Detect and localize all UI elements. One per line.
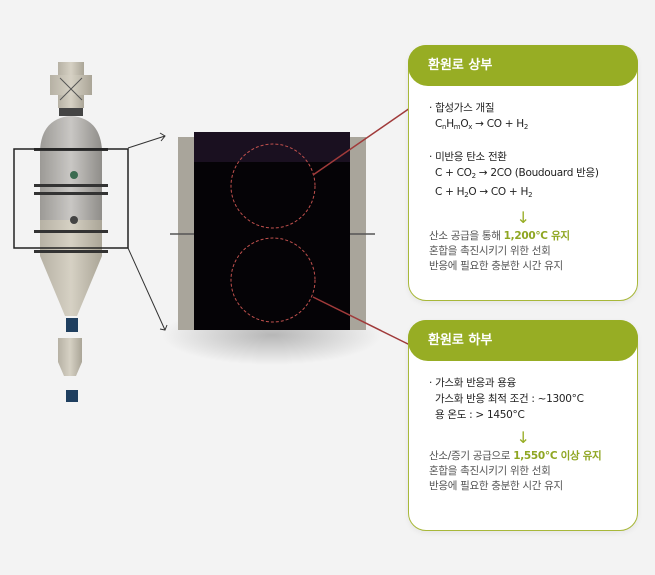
upper-zone-card: 환원로 상부 · 합성가스 개질 CnHmOx → CO + H2 · 미반응 … bbox=[408, 45, 638, 301]
bullet-carbon-conversion: · 미반응 탄소 전환 bbox=[429, 151, 507, 163]
formula: C + H2O → CO + H2 bbox=[429, 184, 637, 203]
subscript: 2 bbox=[523, 123, 529, 131]
note-text: 산소 공급을 통해 bbox=[429, 230, 504, 242]
formula-text: O bbox=[460, 118, 469, 130]
note-line: 산소 공급을 통해 1,200°C 유지 bbox=[429, 229, 637, 244]
condition-line: 용 온도 : > 1450°C bbox=[435, 409, 525, 421]
subscript: n bbox=[442, 123, 447, 131]
zoom-arrows bbox=[127, 132, 168, 331]
subscript: 2 bbox=[528, 191, 533, 199]
formula-text: H bbox=[446, 118, 454, 130]
down-arrow-icon: ↓ bbox=[516, 208, 530, 227]
card-title: 환원로 하부 bbox=[408, 320, 638, 361]
zoom-region-box bbox=[13, 148, 129, 249]
note-line: 반응에 필요한 충분한 시간 유지 bbox=[429, 260, 563, 272]
card-title: 환원로 상부 bbox=[408, 45, 638, 86]
lower-zone-circle bbox=[230, 237, 316, 323]
formula-text: C bbox=[435, 118, 443, 130]
note-line: 산소/증기 공급으로 1,550°C 이상 유지 bbox=[429, 449, 637, 464]
note-text: 산소/증기 공급으로 bbox=[429, 450, 514, 462]
formula-text: → 2CO (Boudouard 반응) bbox=[475, 167, 599, 179]
highlight-temp: 1,200°C 유지 bbox=[503, 230, 570, 242]
bullet-syngas-reforming: · 합성가스 개질 bbox=[429, 102, 495, 114]
formula-text: C + CO bbox=[435, 167, 472, 179]
formula: CnHmOx → CO + H2 bbox=[429, 116, 637, 135]
down-arrow-icon: ↓ bbox=[516, 428, 530, 447]
reactor-vessel-drawing bbox=[34, 62, 108, 402]
formula-text: → CO + H bbox=[472, 118, 524, 130]
upper-zone-circle bbox=[230, 143, 316, 229]
lower-leader-line bbox=[312, 296, 411, 346]
lower-zone-card: 환원로 하부 · 가스화 반응과 용융 가스화 반응 최적 조건 : ~1300… bbox=[408, 320, 638, 531]
note-line: 혼합을 촉진시키기 위한 선회 bbox=[429, 245, 551, 257]
subscript: x bbox=[468, 123, 473, 131]
formula-text: C + H bbox=[435, 186, 465, 198]
note-line: 혼합을 촉진시키기 위한 선회 bbox=[429, 465, 551, 477]
subscript: 2 bbox=[471, 172, 476, 180]
upper-leader-line bbox=[312, 107, 411, 176]
reactor-cross-section bbox=[170, 132, 375, 330]
condition-line: 가스화 반응 최적 조건 : ~1300°C bbox=[435, 393, 584, 405]
bullet-gasification: · 가스화 반응과 용융 bbox=[429, 377, 517, 389]
subscript: 2 bbox=[464, 191, 469, 199]
note-line: 반응에 필요한 충분한 시간 유지 bbox=[429, 480, 563, 492]
formula-text: O → CO + H bbox=[468, 186, 529, 198]
highlight-temp: 1,550°C 이상 유지 bbox=[513, 450, 602, 462]
formula: C + CO2 → 2CO (Boudouard 반응) bbox=[429, 165, 637, 184]
subscript: m bbox=[453, 123, 461, 131]
